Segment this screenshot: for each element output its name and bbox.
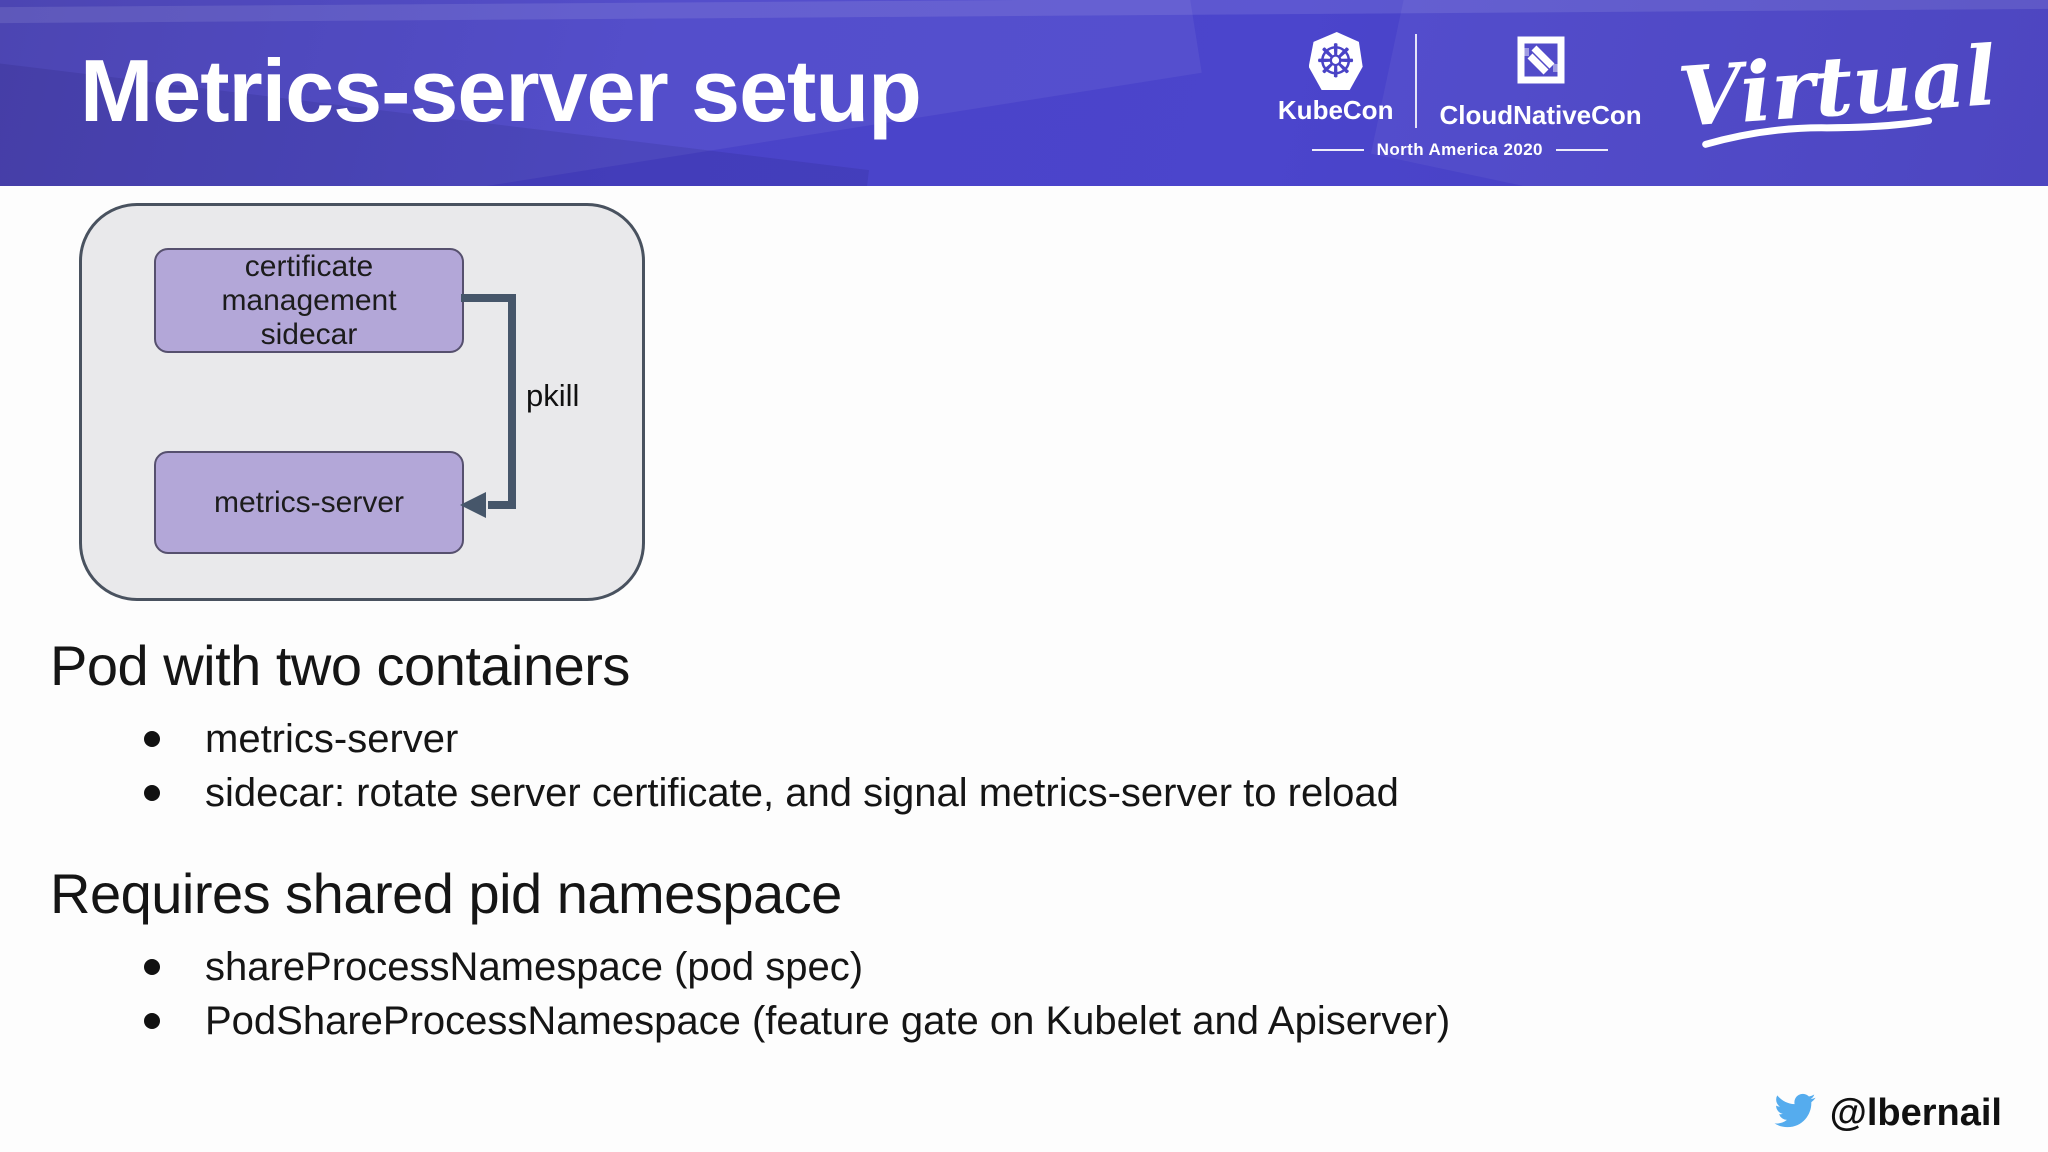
event-label: North America 2020 <box>1376 140 1543 159</box>
bullet-dot <box>144 959 160 975</box>
kubecon-label: KubeCon <box>1277 95 1394 125</box>
dash-line <box>1311 149 1364 151</box>
section-heading: Requires shared pid namespace <box>50 862 842 925</box>
pkill-arrow <box>460 294 516 518</box>
sidecar-container-label: certificate management sidecar <box>221 249 397 351</box>
bullet-text: shareProcessNamespace (pod spec) <box>205 945 864 989</box>
page-title: Metrics-server setup <box>80 41 922 140</box>
metrics-server-container-box: metrics-server <box>154 451 464 554</box>
bullet-dot <box>144 731 160 747</box>
cloudnativecon-icon <box>1514 32 1568 95</box>
sidecar-container-box: certificate management sidecar <box>154 248 464 353</box>
virtual-underline-swoosh <box>1701 117 1932 148</box>
footer-twitter: @lbernail <box>1770 1090 2002 1136</box>
twitter-bird-icon <box>1770 1090 1820 1136</box>
section-pid-namespace: Requires shared pid namespace shareProce… <box>50 862 1450 1048</box>
bullet-list: metrics-server sidecar: rotate server ce… <box>50 712 1399 820</box>
cloudnativecon-label: CloudNativeCon <box>1439 100 1642 130</box>
arrow-label: pkill <box>526 378 580 413</box>
header-banner: Metrics-server setup ☸ KubeCon <box>0 0 2048 186</box>
section-heading: Pod with two containers <box>50 634 630 697</box>
kubernetes-wheel-glyph: ☸ <box>1315 34 1357 88</box>
bullet-text: PodShareProcessNamespace (feature gate o… <box>205 999 1451 1043</box>
section-pod-containers: Pod with two containers metrics-server s… <box>50 634 1399 820</box>
twitter-handle: @lbernail <box>1829 1092 2002 1134</box>
logo-divider <box>1415 34 1418 128</box>
cloudnativecon-logo: CloudNativeCon <box>1439 32 1642 130</box>
virtual-wordmark: Virtual <box>1675 28 1999 148</box>
bullet-text: metrics-server <box>205 717 459 761</box>
bullet-dot <box>144 785 160 801</box>
list-item: sidecar: rotate server certificate, and … <box>50 766 1399 820</box>
kubecon-heptagon-shape <box>1308 32 1363 90</box>
conference-brand-lockup: ☸ KubeCon <box>1278 28 1999 160</box>
dash-line <box>1555 149 1608 151</box>
event-line: North America 2020 <box>1311 140 1608 160</box>
metrics-container-label: metrics-server <box>213 485 404 519</box>
bullet-list: shareProcessNamespace (pod spec) PodShar… <box>50 940 1450 1048</box>
bullet-text: sidecar: rotate server certificate, and … <box>205 771 1399 815</box>
cncf-lockup: ☸ KubeCon <box>1278 32 1642 160</box>
list-item: metrics-server <box>50 712 1399 766</box>
list-item: PodShareProcessNamespace (feature gate o… <box>50 994 1450 1048</box>
list-item: shareProcessNamespace (pod spec) <box>50 940 1450 994</box>
bullet-dot <box>144 1013 160 1029</box>
logo-row: ☸ KubeCon <box>1278 32 1642 128</box>
kubecon-helm-icon: ☸ <box>1308 32 1363 90</box>
pod-diagram: certificate management sidecar metrics-s… <box>79 203 645 601</box>
kubecon-logo: ☸ KubeCon <box>1277 32 1394 125</box>
